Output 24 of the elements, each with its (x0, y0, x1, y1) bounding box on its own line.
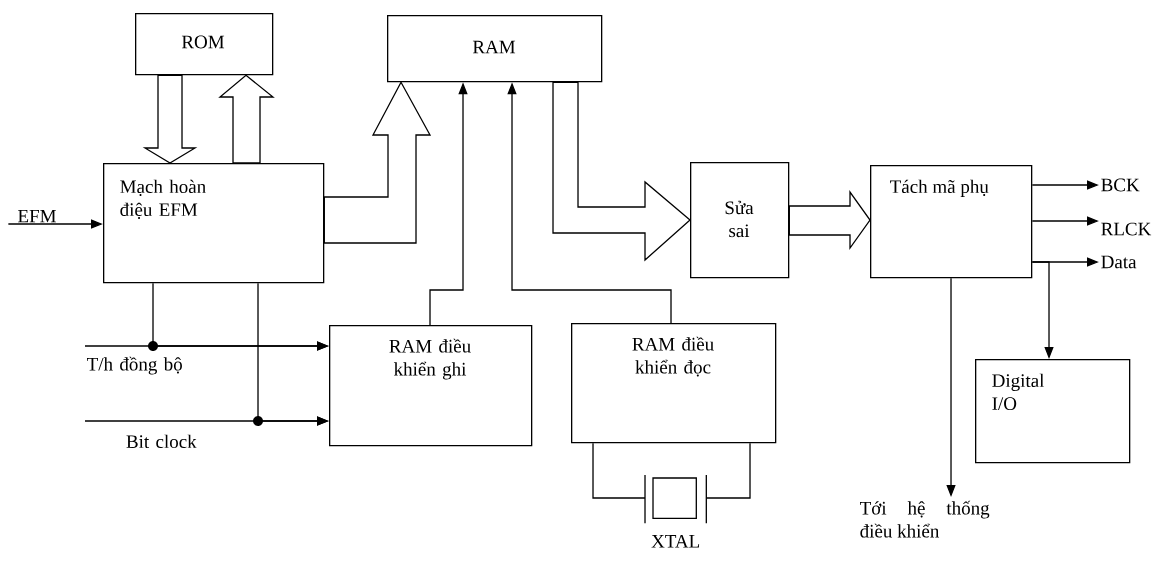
signal-label: EFM (18, 209, 56, 223)
bus-arrow (218, 74, 275, 164)
process-box: Mạch hoàn điệu EFM (103, 163, 325, 284)
destination-label: Tới hệ thống điều khiển (860, 500, 990, 538)
process-box: RAM điều khiển đọc (571, 323, 777, 444)
bus-arrow (142, 74, 198, 164)
crystal-symbol (644, 474, 707, 524)
signal-label: RLCK (1101, 222, 1152, 236)
process-box: Sửa sai (690, 162, 790, 279)
memory-box: RAM (387, 15, 603, 83)
process-box: Digital I/O (975, 359, 1131, 464)
connector-line (592, 442, 646, 499)
process-box: RAM điều khiển ghi (329, 325, 533, 447)
bus-arrow (323, 80, 432, 244)
signal-label: Bit clock (126, 434, 197, 449)
process-box: Tách mã phụ (870, 165, 1033, 279)
component-label: XTAL (651, 534, 700, 548)
bus-arrow (552, 81, 691, 262)
bus-arrow (788, 190, 871, 251)
memory-box: ROM (135, 13, 274, 76)
signal-label: T/h đồng bộ (87, 356, 182, 375)
signal-label: BCK (1101, 178, 1140, 192)
signal-label: Data (1101, 255, 1137, 269)
connector-line (705, 442, 751, 499)
